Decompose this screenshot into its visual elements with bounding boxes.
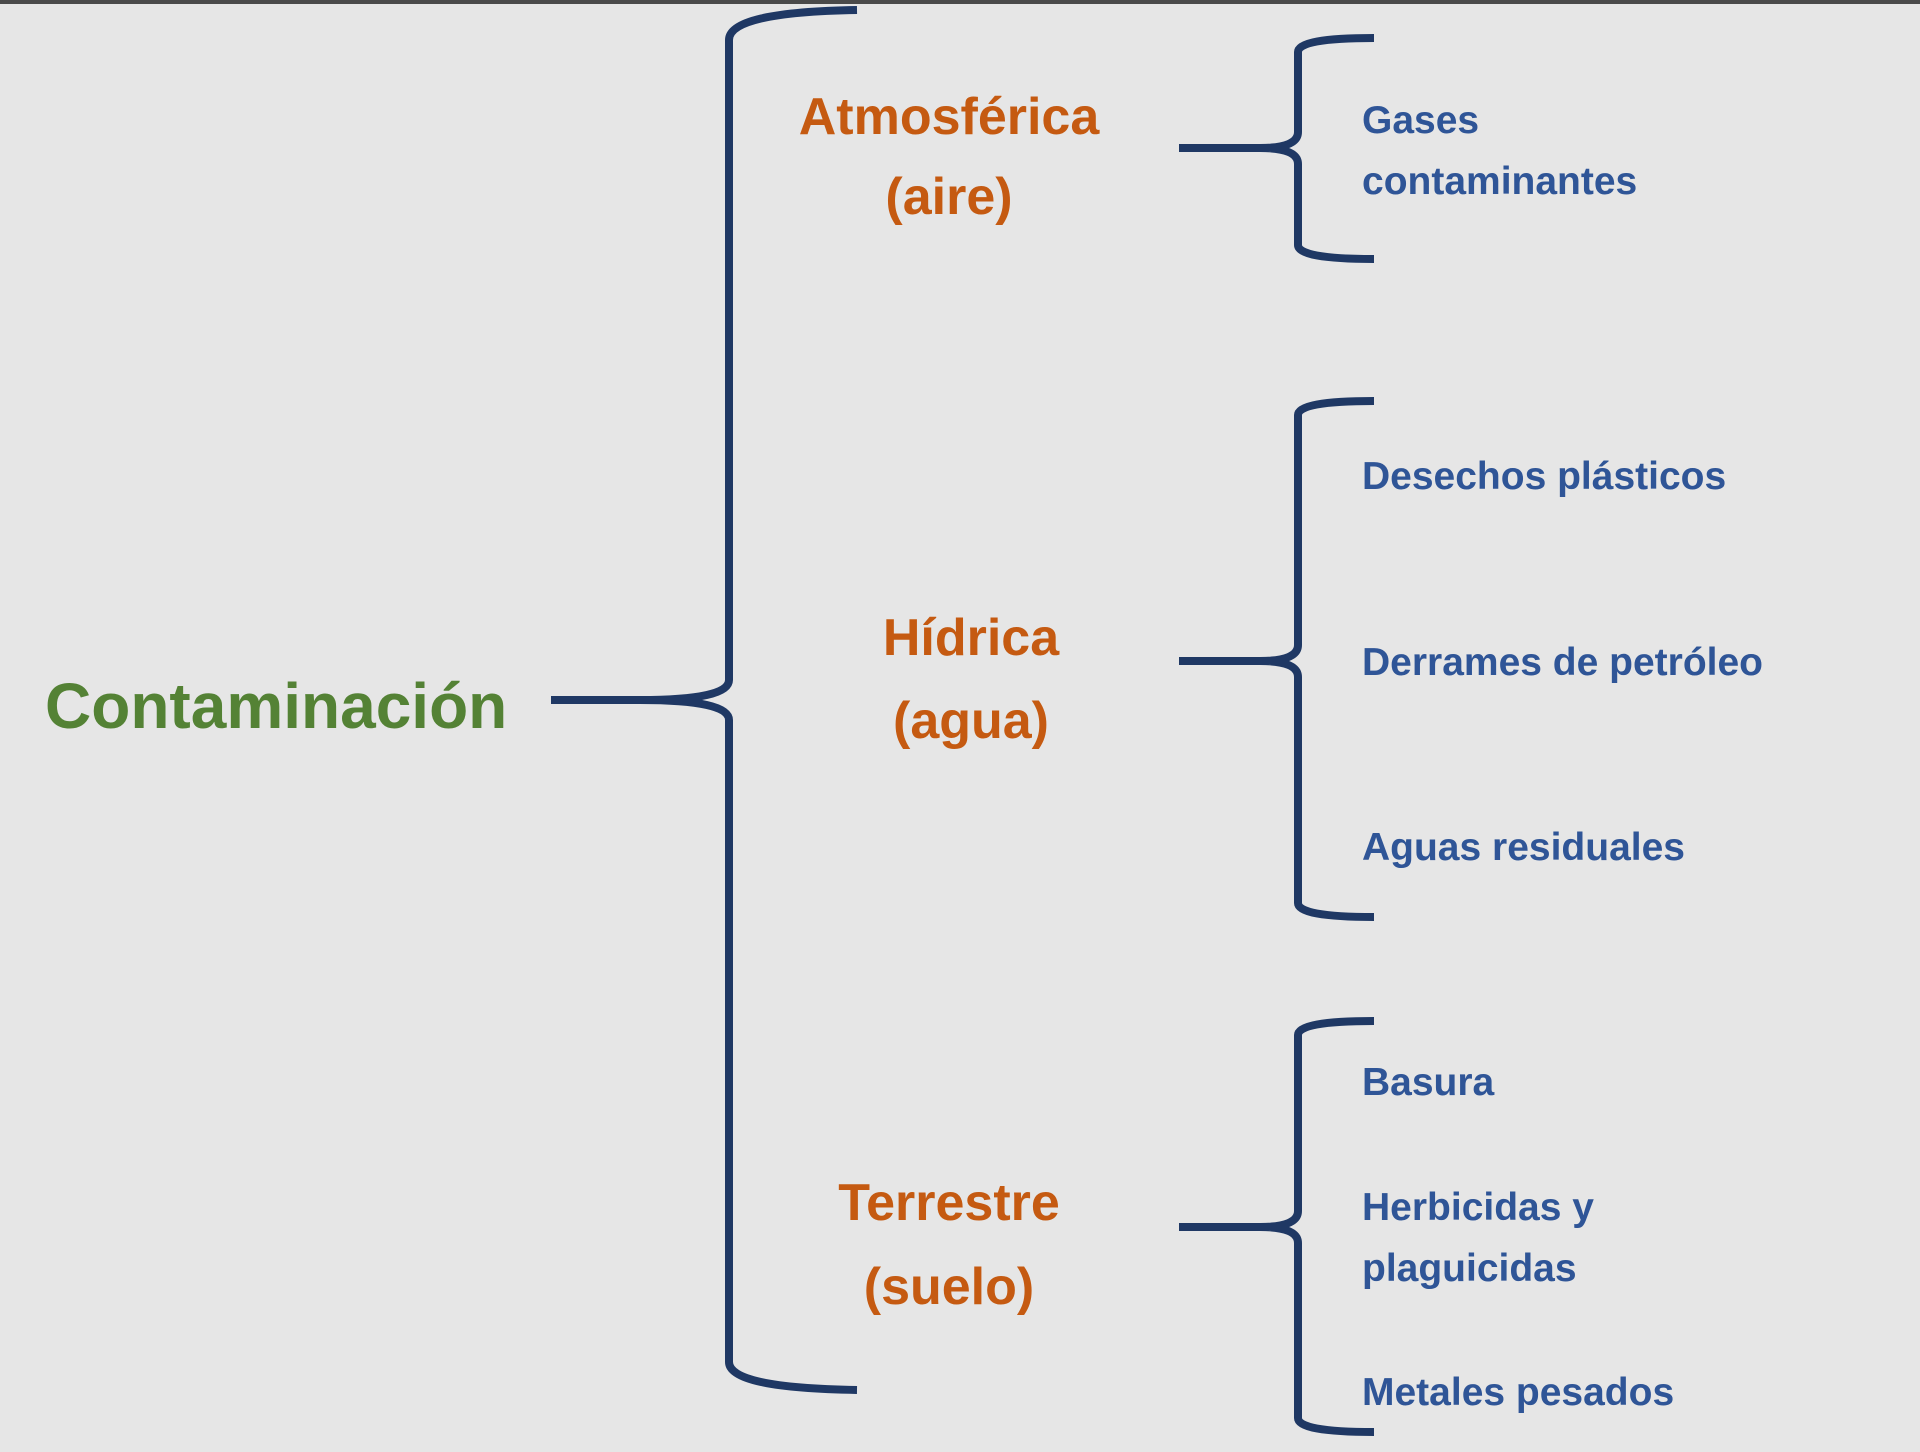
- leaf-plaguicidas: plaguicidas: [1362, 1247, 1577, 1290]
- leaf-aguas-residuales: Aguas residuales: [1362, 826, 1685, 869]
- category-terrestre-sub: (suelo): [864, 1258, 1034, 1316]
- leaf-herbicidas: Herbicidas y: [1362, 1186, 1594, 1229]
- category-terrestre: Terrestre: [838, 1174, 1060, 1232]
- leaf-derrames-petroleo: Derrames de petróleo: [1362, 641, 1763, 684]
- leaf-basura: Basura: [1362, 1061, 1495, 1104]
- leaf-contaminantes: contaminantes: [1362, 160, 1637, 203]
- main-brace: [551, 6, 858, 1394]
- brace-atmosferica: [1179, 34, 1375, 263]
- category-atmosferica-sub: (aire): [885, 168, 1012, 226]
- root-label: Contaminación: [45, 670, 507, 742]
- category-atmosferica: Atmosférica: [799, 88, 1101, 146]
- category-hidrica: Hídrica: [883, 609, 1060, 667]
- leaf-metales-pesados: Metales pesados: [1362, 1371, 1674, 1414]
- category-hidrica-sub: (agua): [893, 692, 1049, 750]
- leaf-desechos-plasticos: Desechos plásticos: [1362, 455, 1726, 498]
- brace-terrestre: [1179, 1017, 1375, 1436]
- brace-hidrica: [1179, 397, 1375, 921]
- top-border: [0, 0, 1920, 4]
- leaf-gases: Gases: [1362, 99, 1479, 142]
